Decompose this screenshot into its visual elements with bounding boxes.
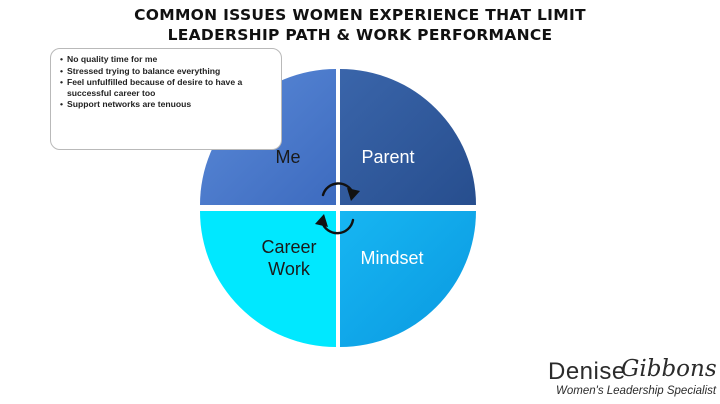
- quadrant-mindset: [340, 211, 476, 347]
- label-work: Work: [268, 259, 311, 279]
- quadrant-career: [200, 211, 336, 347]
- list-item: Stressed trying to balance everything: [60, 66, 275, 77]
- quadrant-parent: [340, 69, 476, 205]
- brand-last-name: Gibbons: [621, 356, 717, 382]
- cycle-arrowheads-icon: [315, 188, 360, 227]
- brand-tagline: Women's Leadership Specialist: [556, 385, 717, 397]
- title-line-2: LEADERSHIP PATH & WORK PERFORMANCE: [167, 26, 553, 44]
- issues-callout: No quality time for me Stressed trying t…: [50, 48, 282, 150]
- brand-first-name: Denise: [548, 358, 626, 385]
- list-item: Support networks are tenuous: [60, 99, 275, 110]
- label-career: Career: [261, 237, 316, 257]
- list-item: Feel unfulfilled because of desire to ha…: [60, 77, 275, 98]
- issues-list: No quality time for me Stressed trying t…: [51, 49, 281, 110]
- brand-logo: Denise Gibbons Women's Leadership Specia…: [548, 356, 720, 404]
- title-line-1: COMMON ISSUES WOMEN EXPERIENCE THAT LIMI…: [134, 6, 586, 24]
- label-mindset: Mindset: [360, 248, 423, 268]
- label-parent: Parent: [361, 147, 414, 167]
- list-item: No quality time for me: [60, 54, 275, 65]
- label-me: Me: [275, 147, 300, 167]
